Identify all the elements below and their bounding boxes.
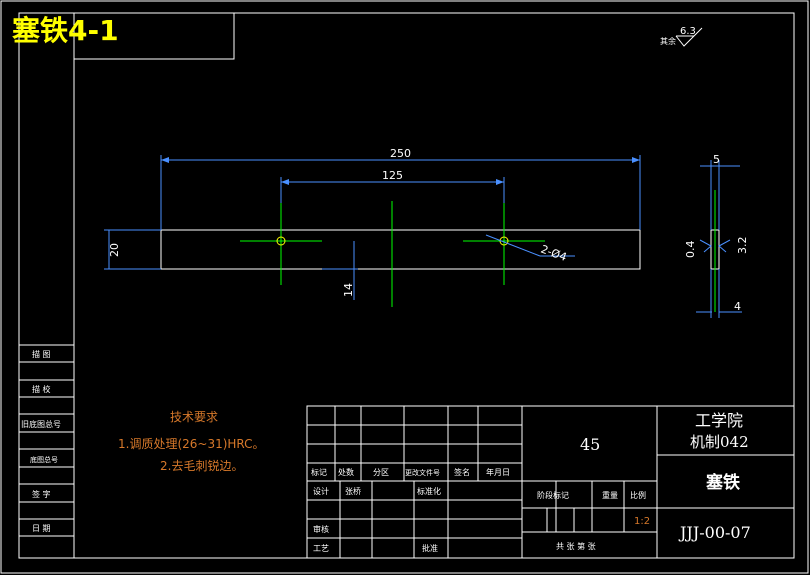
tb-school-line1: 工学院 (695, 411, 743, 430)
part-outline (160, 229, 641, 270)
tb-part-name: 塞铁 (706, 472, 740, 493)
tb-review-label: 审核 (313, 524, 329, 534)
tb-header-count: 处数 (338, 467, 354, 477)
tb-scale-value: 1:2 (634, 516, 650, 527)
side-label-check: 描 校 (32, 384, 51, 394)
side-label-sign: 签 字 (32, 489, 51, 499)
tech-req-item-1: 1.调质处理(26~31)HRC。 (118, 437, 265, 451)
tb-process-label: 工艺 (313, 544, 329, 553)
roughness-note: 其余 (660, 36, 676, 46)
tb-approve-label: 批准 (422, 543, 438, 553)
tb-sheets: 共 张 第 张 (556, 541, 596, 551)
tb-material: 45 (580, 435, 600, 454)
roughness-symbol: 其余 6.3 (660, 26, 703, 47)
tb-stage-label: 阶段标记 (537, 490, 569, 500)
tb-header-sign: 签名 (454, 467, 470, 477)
tb-design-label: 设计 (313, 486, 329, 496)
side-label-trace: 描 图 (32, 349, 51, 359)
title-box (73, 13, 235, 60)
dim-offset: 14 (342, 283, 355, 297)
tb-drawing-no: JJJ-00-07 (678, 523, 751, 542)
dim-holes: 2-Ø4 (539, 243, 568, 264)
tech-req-title: 技术要求 (170, 410, 218, 424)
tb-ratio-label: 比例 (630, 490, 646, 500)
hole-right (499, 236, 509, 246)
tech-req-item-2: 2.去毛刺锐边。 (160, 459, 243, 473)
side-label-old-no: 旧底图总号 (21, 419, 61, 429)
tb-school-line2: 机制042 (690, 433, 749, 451)
tb-header-mark: 标记 (311, 467, 327, 477)
side-view: 5 0.4 3.2 4 (684, 153, 749, 318)
tb-header-zone: 分区 (373, 468, 389, 477)
dim-thickness: 5 (713, 153, 720, 166)
side-label-base-no: 底图总号 (30, 455, 58, 464)
roughness-value: 6.3 (680, 26, 696, 37)
dim-bottom: 4 (734, 300, 741, 313)
dim-side-left: 0.4 (684, 241, 697, 259)
hole-left (276, 236, 286, 246)
tb-designer-name: 张桥 (345, 486, 361, 496)
tb-header-date: 年月日 (486, 467, 510, 477)
drawing-title: 塞铁4-1 (12, 14, 119, 47)
tb-header-change-doc: 更改文件号 (405, 468, 440, 477)
tb-standardize-label: 标准化 (417, 486, 441, 496)
dim-hole-spacing: 125 (382, 169, 403, 182)
title-block (306, 405, 795, 559)
side-label-date: 日 期 (32, 524, 51, 533)
side-strip (19, 59, 75, 558)
tb-weight-label: 重量 (602, 490, 618, 500)
dim-height: 20 (108, 243, 121, 257)
dim-overall-length: 250 (390, 147, 411, 160)
main-view: 250 125 20 14 2-Ø4 (104, 147, 641, 307)
dim-side-right: 3.2 (736, 237, 749, 255)
